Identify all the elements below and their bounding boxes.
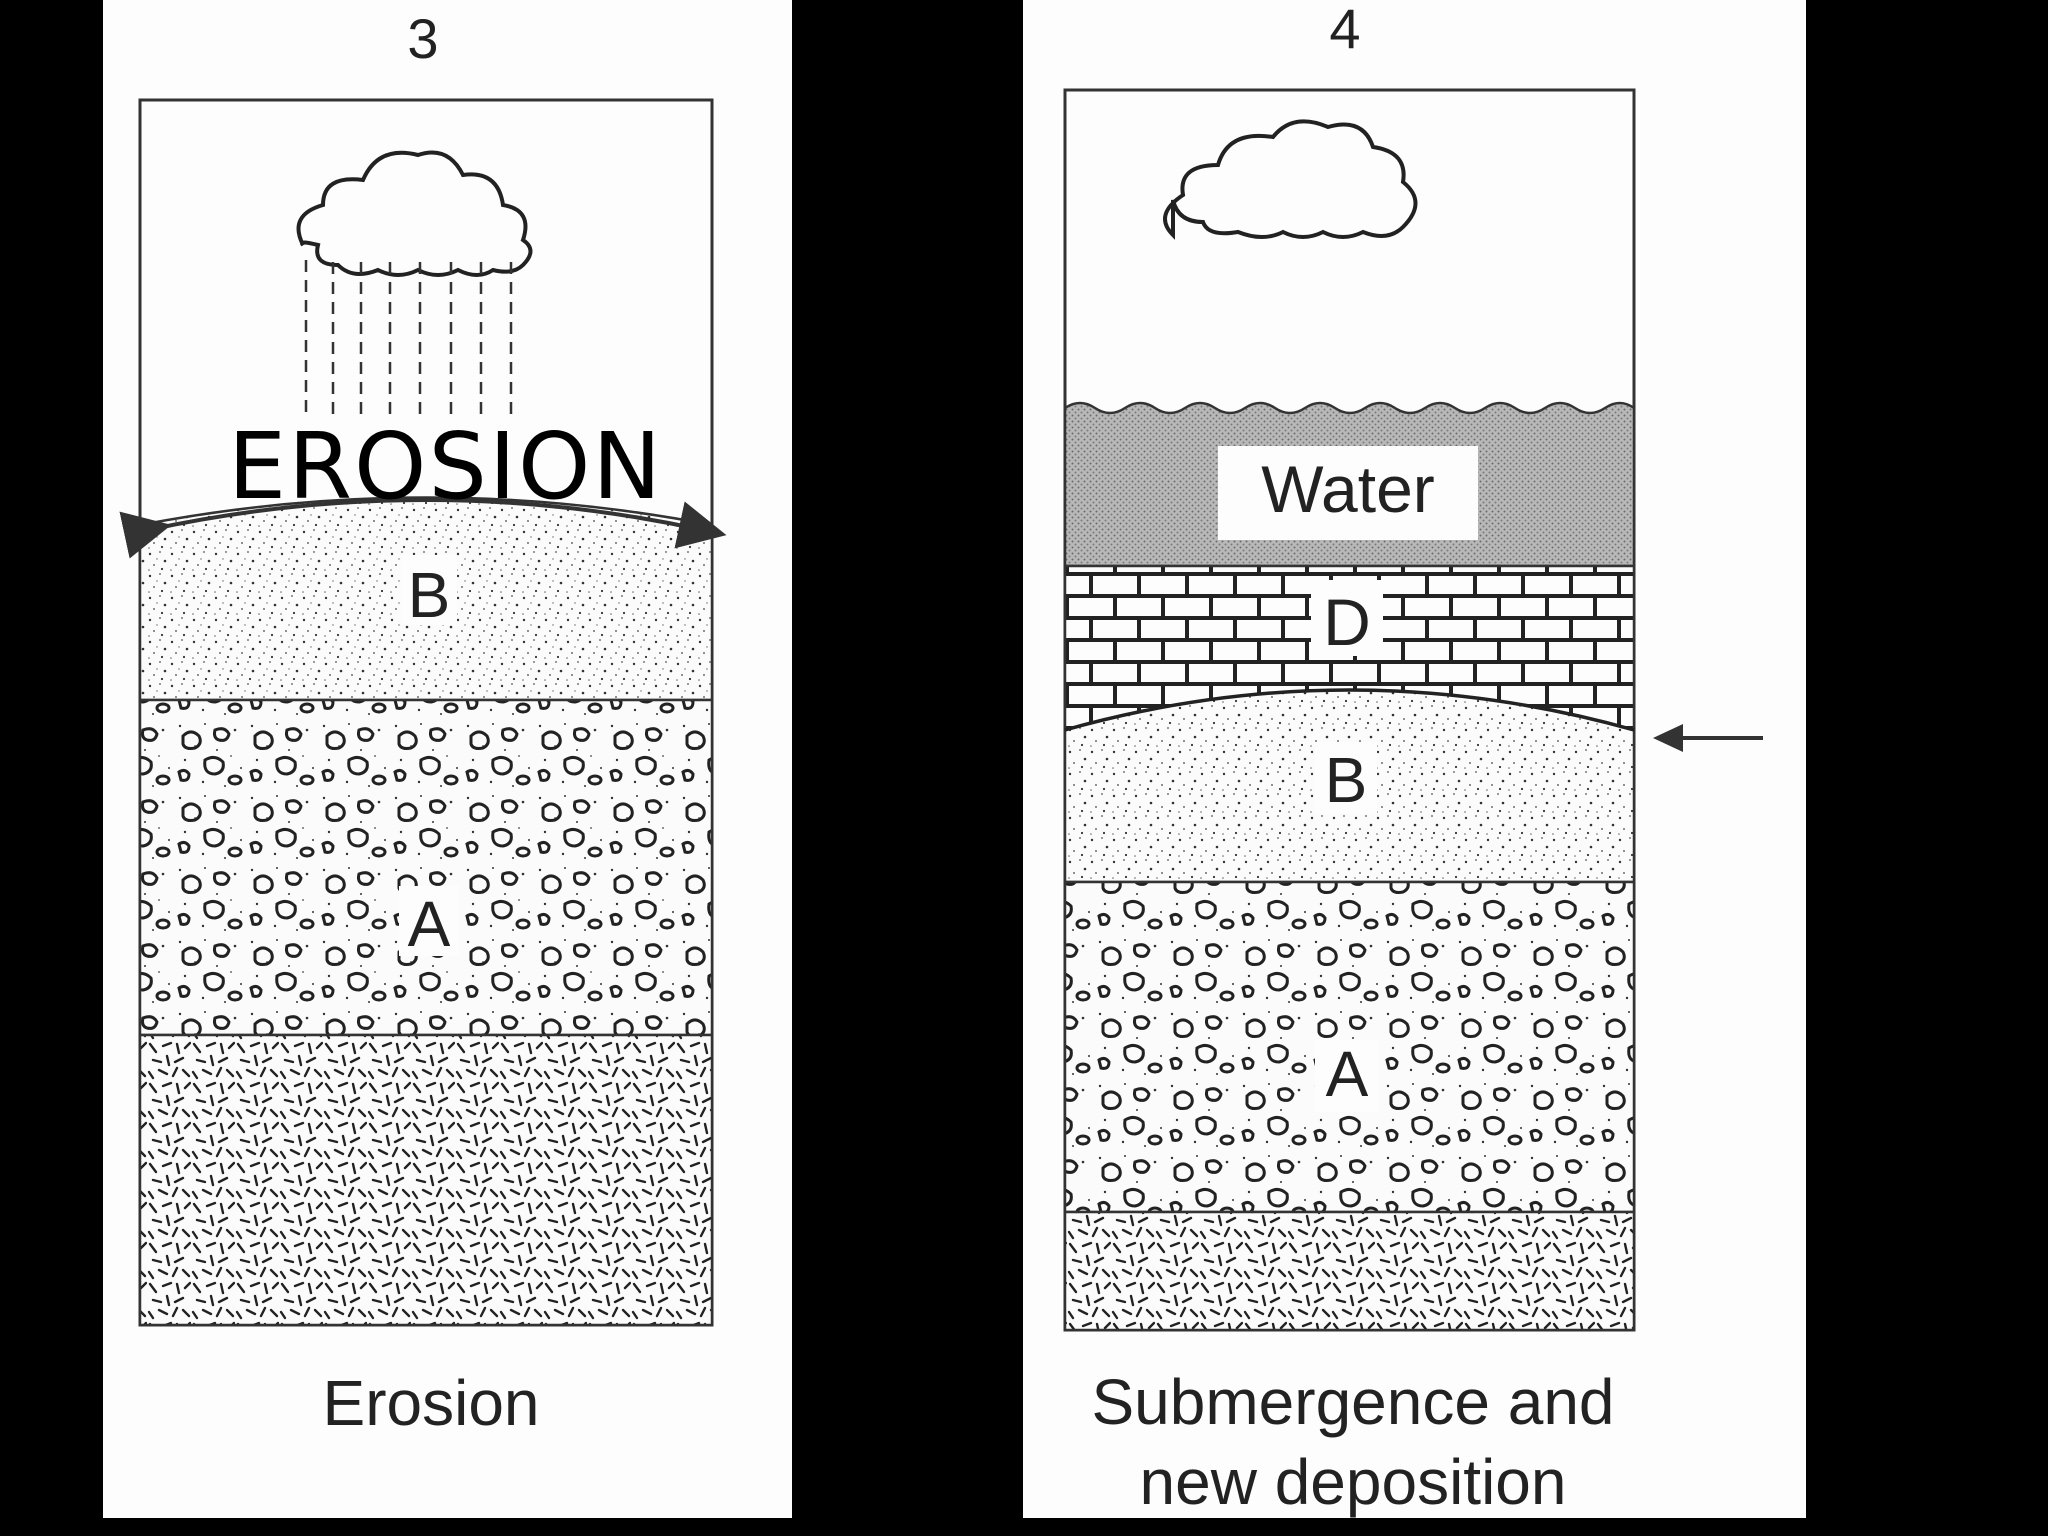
rain-icon [304, 260, 513, 420]
panel-3-diagram: 3 EROSION B A Erosion [119, 7, 727, 1439]
panel-caption: Erosion [323, 1367, 540, 1439]
panel-caption-line1: Submergence and [1091, 1366, 1614, 1438]
panel-3-erosion: 3 EROSION B A Erosion [103, 0, 792, 1518]
water-label: Water [1261, 452, 1435, 526]
cloud-icon [1163, 119, 1418, 240]
panel-number: 3 [407, 7, 438, 70]
layer-a-conglomerate [138, 698, 714, 1037]
layer-igneous-bedrock [1063, 1210, 1636, 1332]
erosion-arrow [119, 498, 727, 559]
layer-igneous-bedrock [138, 1033, 714, 1327]
panel-4-diagram: 4 Water D B A Submergence and new deposi… [1063, 0, 1763, 1518]
panel-4-submergence: 4 Water D B A Submergence and new deposi… [1023, 0, 1806, 1518]
layer-a-label: A [408, 888, 451, 960]
layer-b-label: B [408, 559, 451, 631]
layer-d-label: D [1323, 585, 1371, 659]
erosion-annotation: EROSION [228, 413, 663, 520]
panel-caption-line2: new deposition [1140, 1446, 1567, 1518]
layer-a-label: A [1326, 1038, 1369, 1110]
panel-number: 4 [1329, 0, 1360, 60]
arrow-left-icon [1653, 724, 1763, 752]
cloud-icon [296, 150, 533, 277]
layer-b-label: B [1325, 744, 1368, 816]
unconformity-line [1064, 688, 1635, 732]
water-label-box [1218, 446, 1478, 540]
